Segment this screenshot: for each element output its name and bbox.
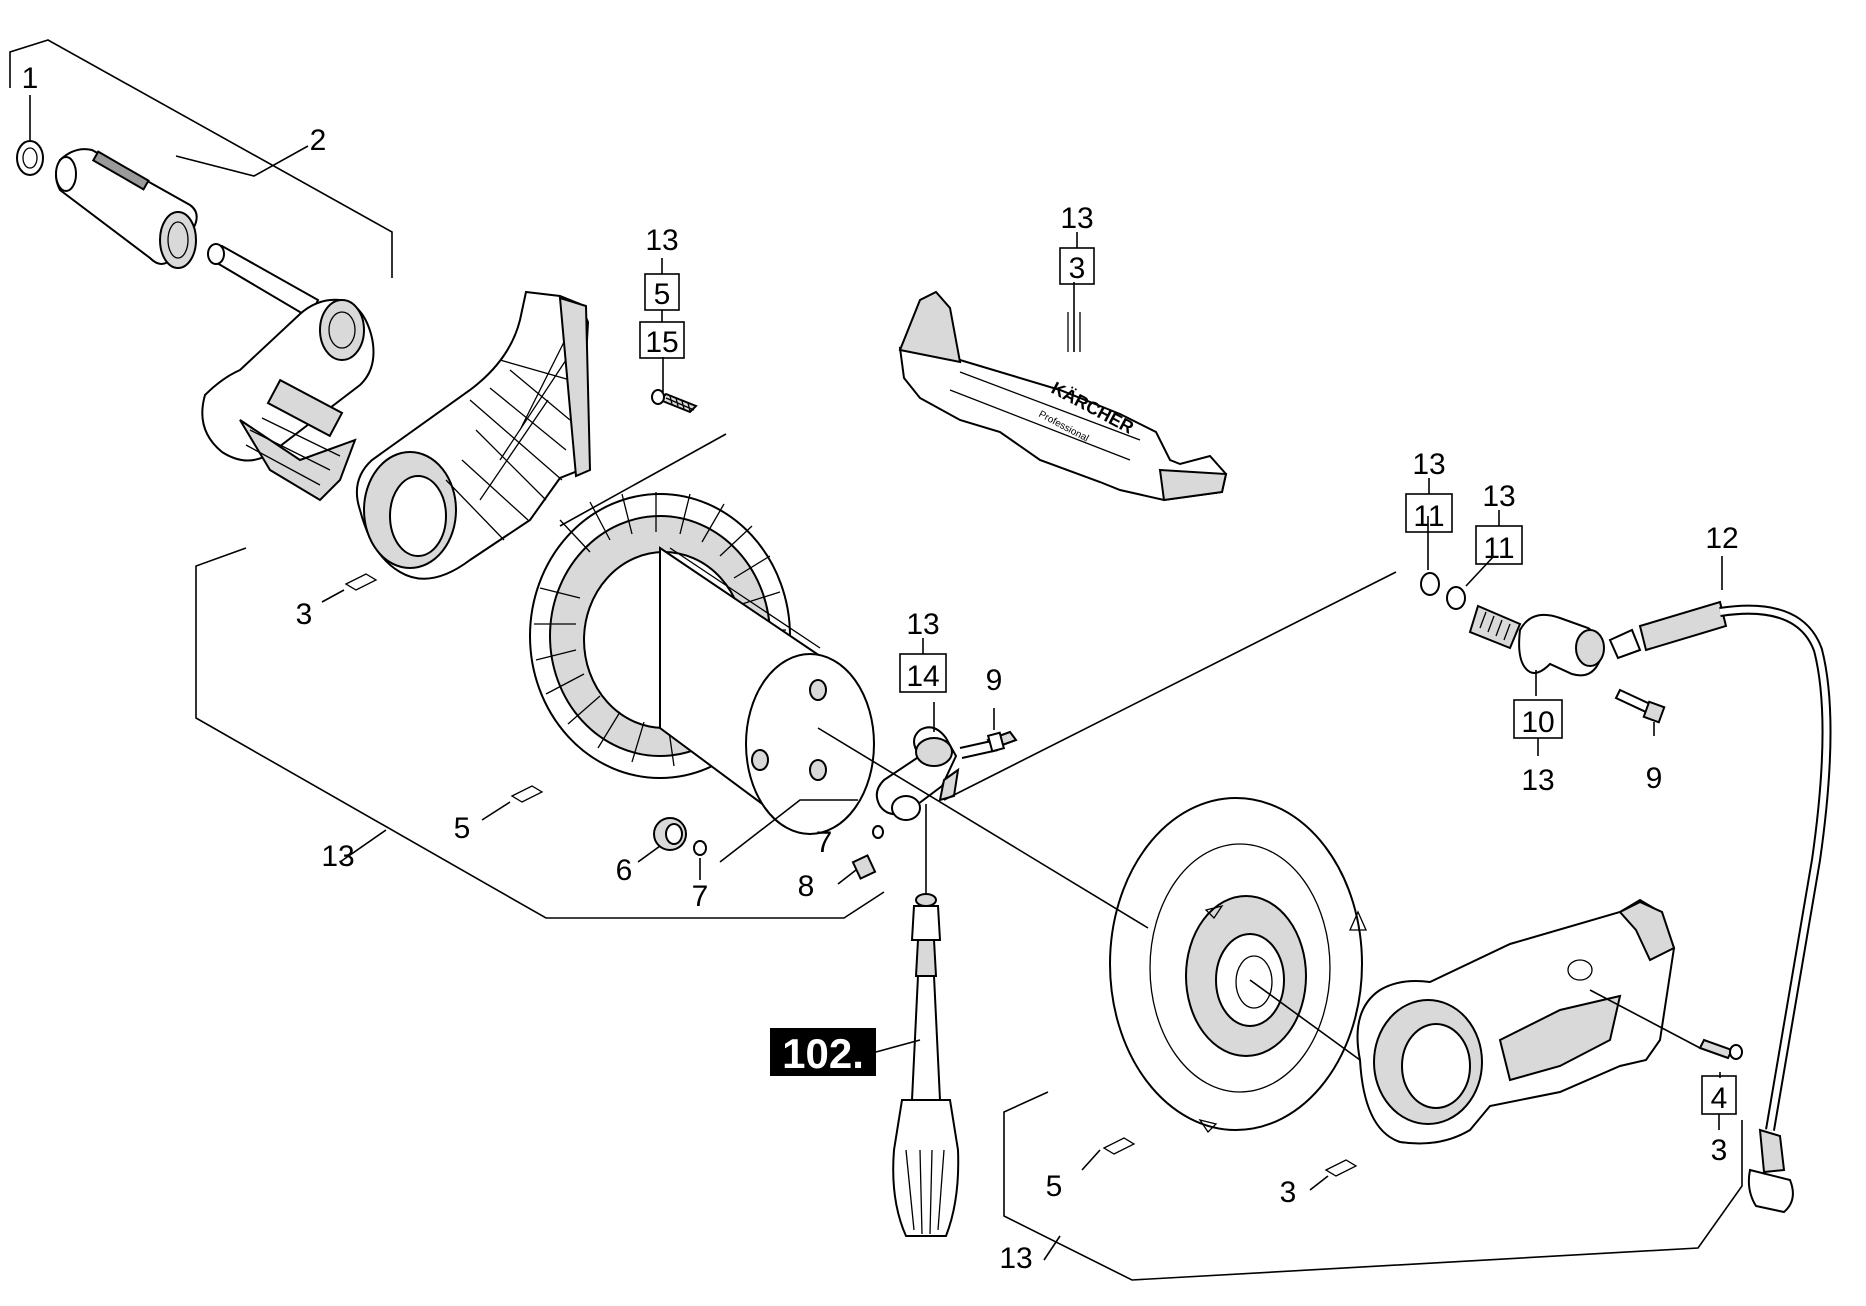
label-10: 10	[1521, 706, 1554, 739]
label-9-b: 9	[1646, 762, 1663, 795]
leader-13-fitting-to-joint	[943, 571, 1397, 801]
part-9-clip-right	[1614, 688, 1666, 724]
part-5-hose-reel-drum	[529, 492, 875, 835]
label-3-b: 3	[1069, 252, 1086, 285]
label-11-b: 11	[1483, 532, 1514, 565]
label-5-b: 5	[454, 812, 471, 845]
group-bracket-bottom-right	[1003, 1091, 1743, 1281]
leader-13-bottom-bracket	[1043, 1235, 1061, 1261]
label-12: 12	[1705, 522, 1738, 555]
leader-13-left-bracket	[339, 829, 387, 863]
callout-102-badge: 102.	[770, 1028, 876, 1077]
leader-drum-bracket	[719, 799, 858, 863]
label-13-b: 13	[1060, 202, 1093, 235]
part-2-crank-handle	[55, 148, 375, 502]
label-6: 6	[616, 854, 633, 887]
label-3-a: 3	[296, 598, 313, 631]
part-3-reel-side-bracket-right	[1356, 898, 1676, 1145]
part-11-ring-a	[1420, 572, 1440, 596]
label-4: 4	[1711, 1082, 1728, 1115]
marker-3-left	[344, 573, 378, 591]
part-7-o-ring-middle	[872, 825, 884, 839]
label-8: 8	[798, 870, 815, 903]
part-7-o-ring-left	[693, 840, 707, 856]
label-13-c: 13	[1412, 448, 1445, 481]
label-14: 14	[906, 660, 939, 693]
leader-13-screw-bracket	[559, 433, 727, 527]
label-5-a: 5	[654, 278, 671, 311]
leader-6-7	[637, 845, 661, 863]
leader-8	[837, 869, 857, 885]
leader-11-b	[1465, 555, 1495, 587]
label-13-h: 13	[999, 1242, 1032, 1275]
leader-3-bracket-right	[1309, 1175, 1329, 1191]
part-10-swivel-elbow	[1468, 604, 1605, 677]
label-13-a: 13	[645, 224, 678, 257]
part-102-spray-lance	[892, 804, 960, 1237]
part-9-clip-middle	[959, 730, 1018, 759]
part-12-hose	[1608, 600, 1832, 1214]
label-13-d: 13	[1482, 480, 1515, 513]
part-4-screw-bottom	[1698, 1038, 1743, 1060]
callout-102-text: 102.	[782, 1030, 864, 1077]
part-15-screw-top	[651, 389, 698, 414]
part-3-hose-guide: KÄRCHER Professional	[898, 290, 1228, 502]
part-3-reel-side-bracket-left	[356, 290, 592, 580]
leader-102	[875, 1039, 921, 1053]
label-2: 2	[310, 124, 327, 157]
label-13-g: 13	[321, 840, 354, 873]
marker-3-bottom	[1324, 1159, 1358, 1177]
leader-3-left	[321, 589, 345, 603]
marker-5-left	[510, 785, 544, 803]
marker-5-bottom	[1102, 1137, 1136, 1155]
label-13-f: 13	[1521, 764, 1554, 797]
group-bracket-top-left	[9, 39, 393, 278]
part-8-filter	[851, 854, 877, 880]
label-7-a: 7	[692, 880, 709, 913]
part-5-reel-disc	[1109, 797, 1368, 1134]
leader-5-disc	[1081, 1149, 1101, 1171]
label-9-a: 9	[986, 664, 1003, 697]
label-3-d: 3	[1280, 1176, 1297, 1209]
label-5-c: 5	[1046, 1170, 1063, 1203]
leader-13-disc-to-bracket	[1249, 979, 1361, 1061]
part-11-ring-b	[1446, 586, 1466, 610]
leader-5-left	[481, 801, 511, 821]
label-1: 1	[22, 62, 39, 95]
label-13-e: 13	[906, 608, 939, 641]
label-11-a: 11	[1413, 500, 1444, 533]
label-3-c: 3	[1711, 1134, 1728, 1167]
part-6-nut	[653, 817, 687, 851]
group-bracket-left	[195, 547, 885, 919]
label-7-b: 7	[816, 826, 833, 859]
part-1-retaining-ring	[16, 140, 44, 176]
part-14-swivel-joint	[875, 726, 960, 821]
label-15: 15	[645, 326, 678, 359]
leader-4-to-bracket	[1589, 989, 1701, 1049]
leader-13-drum-to-disc	[817, 727, 1149, 929]
leader-2	[175, 145, 309, 177]
